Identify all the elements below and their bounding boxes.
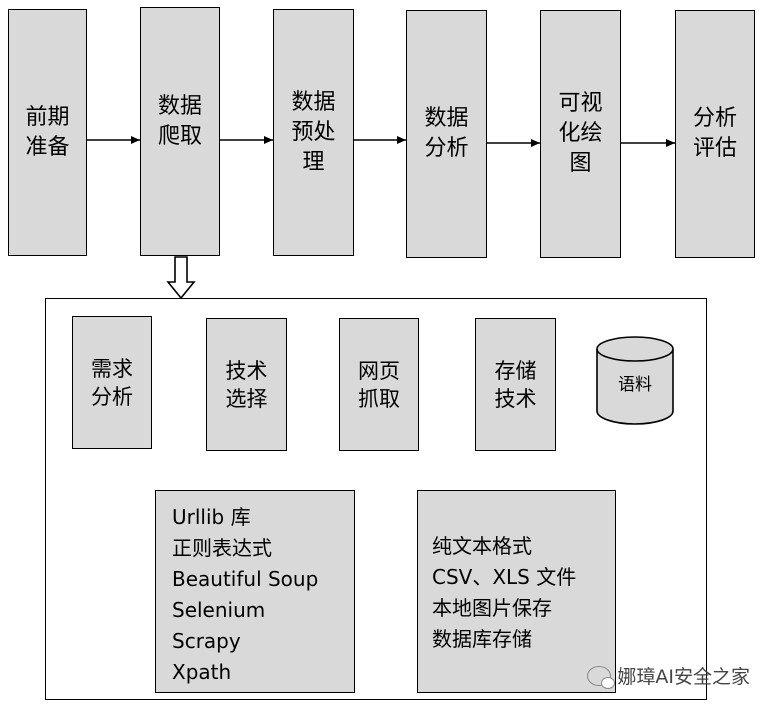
step-page-fetch: 网页 抓取 <box>339 318 419 451</box>
hollow-arrow-crawl-down <box>166 256 196 300</box>
wechat-icon <box>587 665 616 689</box>
step-prep: 前期 准备 <box>8 9 87 256</box>
step-analysis: 数据 分析 <box>406 10 487 258</box>
tech-list-item: Xpath <box>172 660 232 684</box>
watermark: 娜璋AI安全之家 <box>587 662 750 689</box>
step-crawl-label: 数据 爬取 <box>157 93 202 149</box>
step-visualize-label: 可视 化绘 图 <box>558 91 603 176</box>
step-preprocess: 数据 预处 理 <box>273 9 354 256</box>
tech-list-item: 正则表达式 <box>172 536 272 560</box>
tech-list-item: Beautiful Soup <box>172 567 319 591</box>
tech-list-item: Scrapy <box>172 629 241 653</box>
step-analysis-label: 数据 分析 <box>424 106 469 161</box>
tech-list-item: Selenium <box>172 598 266 622</box>
step-prep-label: 前期 准备 <box>25 104 70 160</box>
step-requirements-label: 需求 分析 <box>91 356 133 409</box>
step-evaluate-label: 分析 评估 <box>692 106 737 161</box>
tech-list-box: Urllib 库 正则表达式 Beautiful Soup Selenium S… <box>155 490 355 693</box>
step-tech-select: 技术 选择 <box>206 318 287 451</box>
step-preprocess-label: 数据 预处 理 <box>291 89 336 175</box>
step-page-fetch-label: 网页 抓取 <box>358 358 400 411</box>
corpus-label: 语料 <box>618 375 652 395</box>
storage-list-item: CSV、XLS 文件 <box>432 565 577 589</box>
corpus-cylinder-icon <box>596 336 674 425</box>
step-storage-tech-label: 存储 技术 <box>494 358 537 411</box>
tech-list-item: Urllib 库 <box>172 505 251 529</box>
step-tech-select-label: 技术 选择 <box>225 358 268 411</box>
storage-list-item: 数据库存储 <box>432 627 532 651</box>
step-evaluate: 分析 评估 <box>675 10 755 258</box>
step-crawl: 数据 爬取 <box>140 7 220 256</box>
step-visualize: 可视 化绘 图 <box>540 10 621 258</box>
storage-list-item: 本地图片保存 <box>432 596 552 620</box>
step-storage-tech: 存储 技术 <box>475 318 556 451</box>
storage-list-item: 纯文本格式 <box>432 534 532 558</box>
step-requirements: 需求 分析 <box>72 316 152 449</box>
storage-list-box: 纯文本格式 CSV、XLS 文件 本地图片保存 数据库存储 <box>417 490 616 693</box>
watermark-text: 娜璋AI安全之家 <box>617 666 750 688</box>
